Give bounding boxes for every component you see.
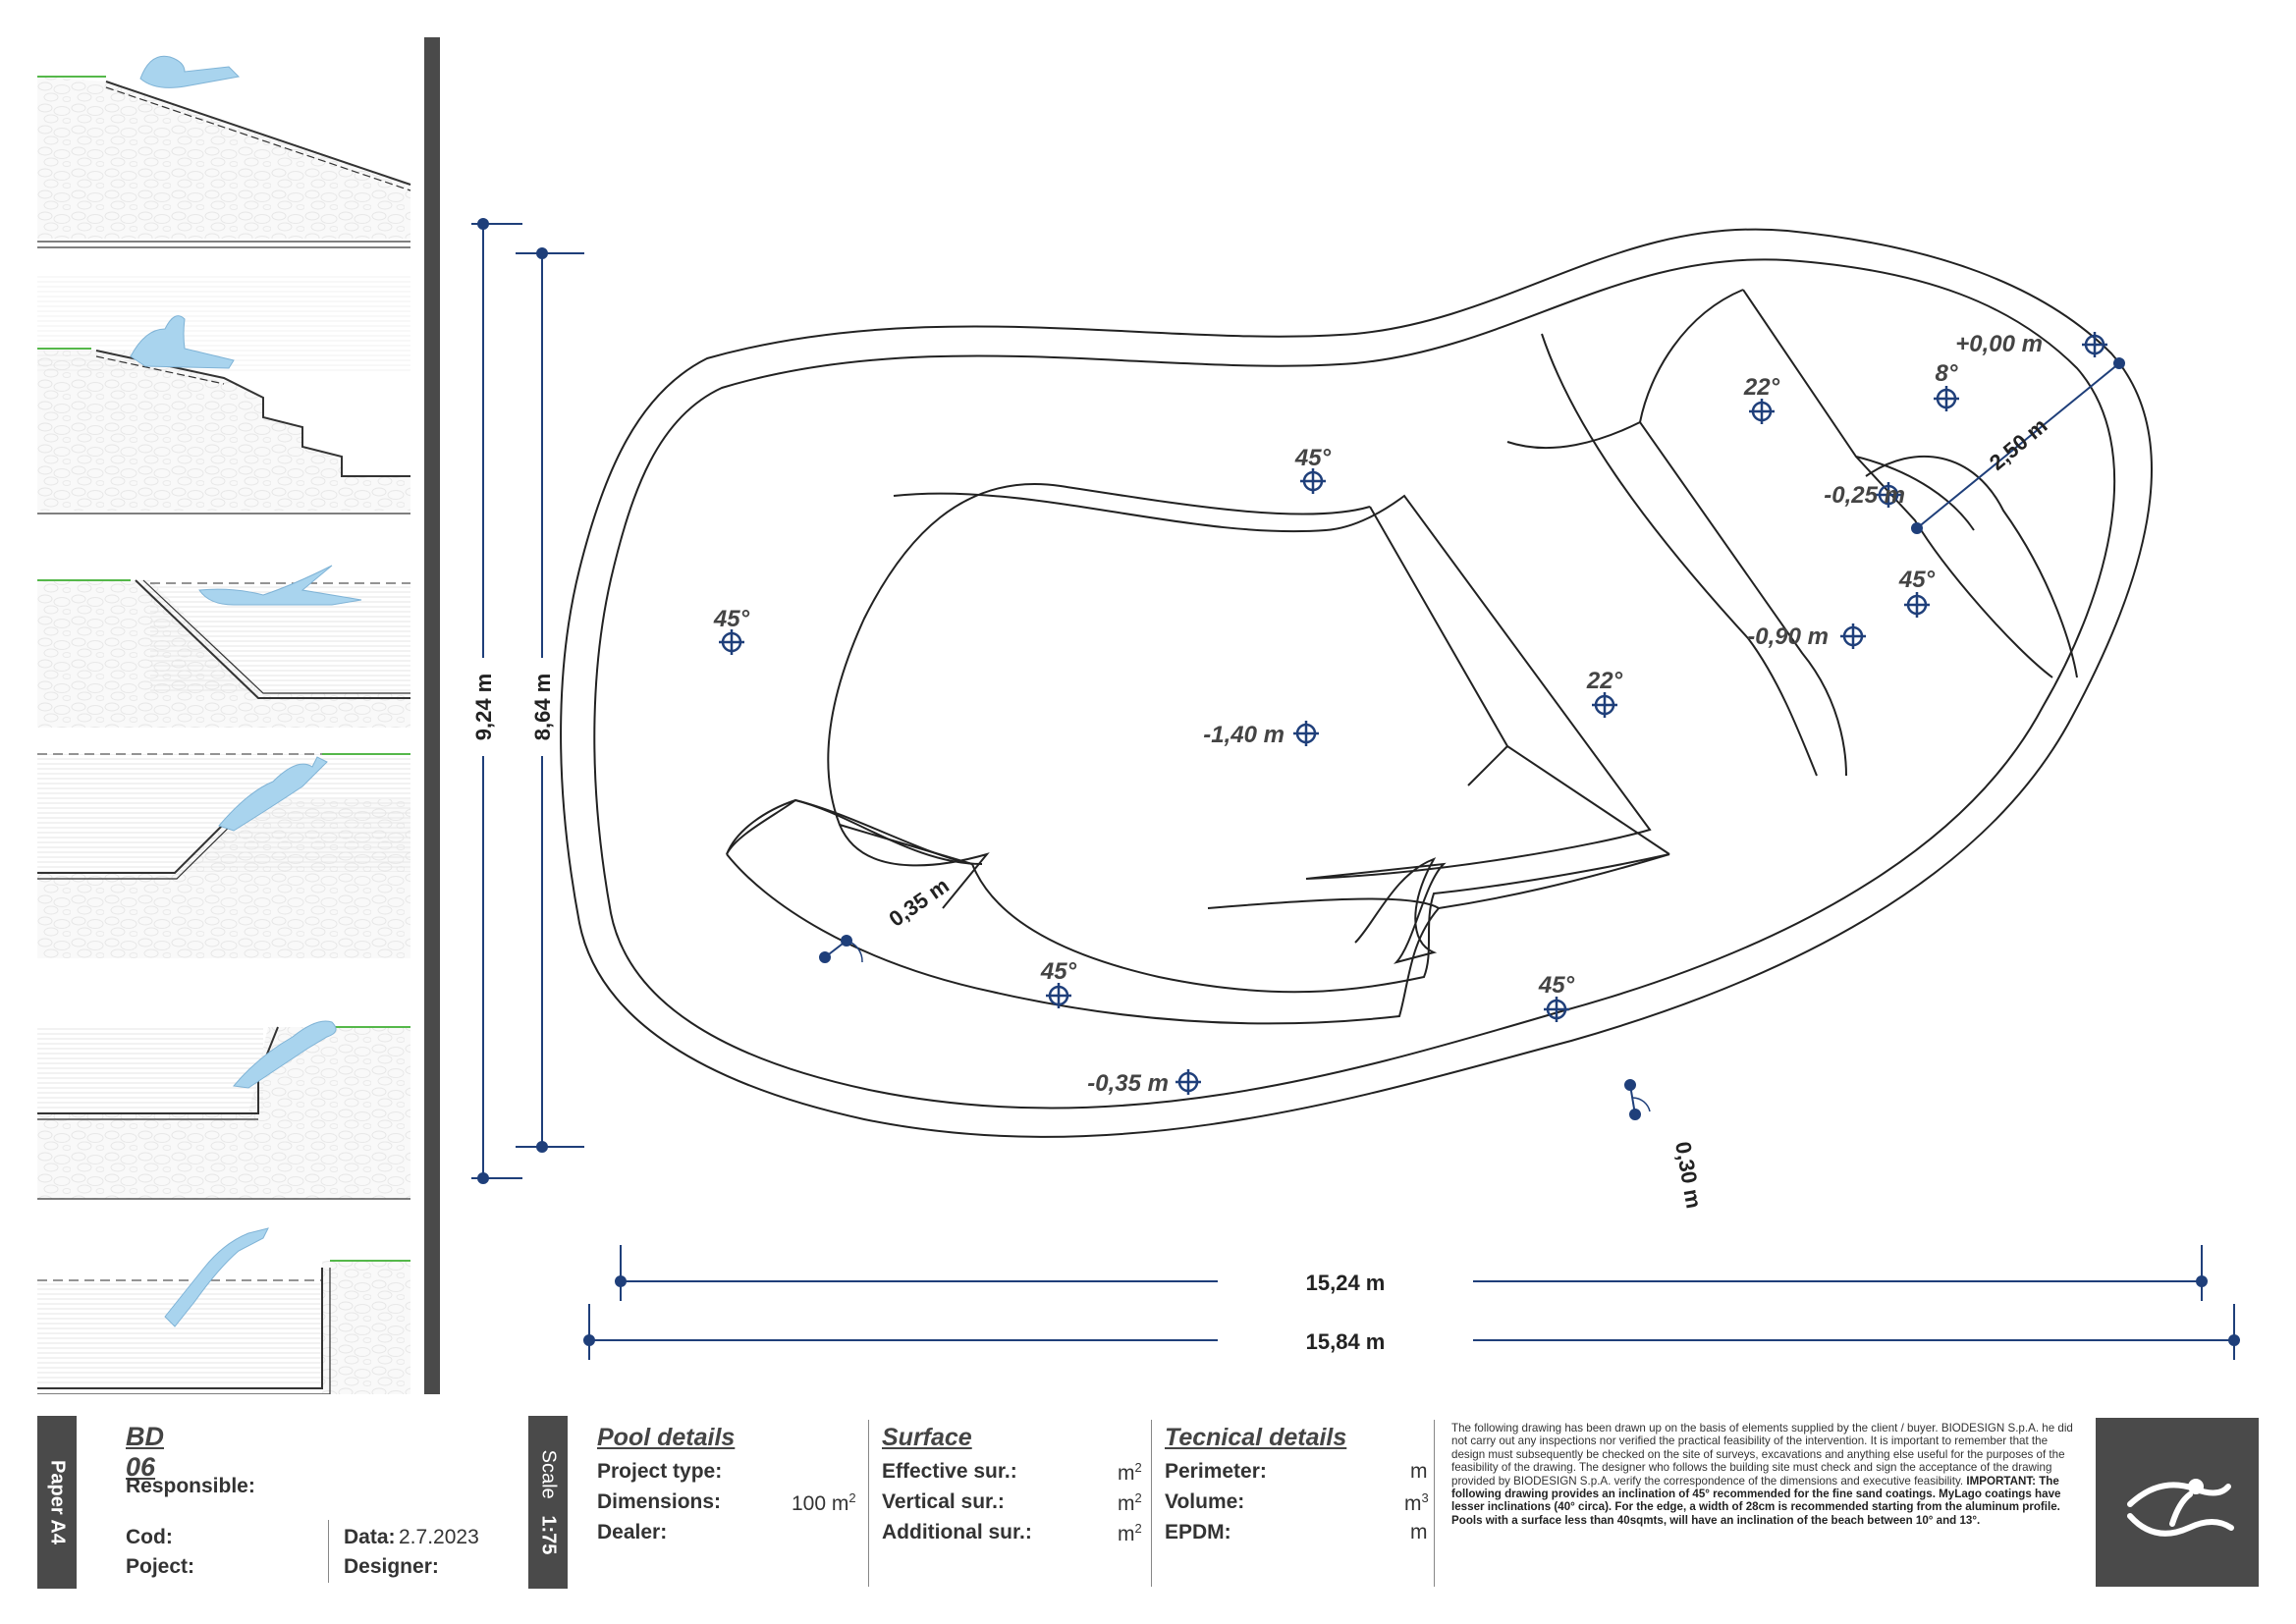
marker-slope-8-icon [1934, 386, 1959, 411]
dimensions-value: 100 m2 [792, 1490, 856, 1515]
section-ledge [37, 1020, 410, 1200]
slope-22-top: 22° [1743, 374, 1780, 401]
effective-surface-unit: m2 [1118, 1460, 1142, 1485]
dimensions-label: Dimensions: [597, 1490, 722, 1513]
scale-tab: Scale 1:75 [528, 1416, 568, 1589]
marker-slope-45-top-icon [1300, 468, 1326, 494]
scale-label: Scale [537, 1449, 560, 1499]
paper-size: Paper A4 [46, 1460, 69, 1544]
data-label: Data: [344, 1526, 396, 1548]
designer-label: Designer: [344, 1555, 439, 1578]
dim-inner-width: 15,24 m [1306, 1271, 1386, 1295]
additional-surface-unit: m2 [1118, 1521, 1142, 1545]
level-minus-090: -0,90 m [1747, 623, 1829, 650]
marker-slope-22-top-icon [1749, 399, 1775, 424]
marker-slope-45-left-icon [719, 629, 744, 655]
section-45-wall [37, 565, 410, 728]
slope-45-bottom-left: 45° [1040, 958, 1077, 985]
epdm-label: EPDM: [1165, 1521, 1231, 1543]
volume-label: Volume: [1165, 1490, 1245, 1513]
poject-label: Poject: [126, 1555, 195, 1578]
marker-minus-025-icon [1876, 482, 1901, 508]
cod-label: Cod: [126, 1526, 173, 1548]
section-beach [37, 55, 411, 248]
dim-inner-height: 8,64 m [530, 674, 555, 741]
vertical-surface-unit: m2 [1118, 1490, 1142, 1515]
perimeter-unit: m [1410, 1460, 1428, 1483]
dim-outer-height: 9,24 m [471, 674, 496, 741]
responsible-label: Responsible: [126, 1475, 255, 1497]
marker-slope-45-right-icon [1904, 592, 1930, 618]
additional-surface-label: Additional sur.: [882, 1521, 1032, 1543]
dim-shelf-width: 0,35 m [884, 873, 953, 932]
paper-size-tab: Paper A4 [37, 1416, 77, 1589]
pool-inner-edge [593, 258, 2116, 1110]
disclaimer-text: The following drawing has been drawn up … [1451, 1422, 2073, 1488]
scale-value: 1:75 [537, 1515, 560, 1555]
marker-minus-090-icon [1840, 623, 1866, 649]
marker-slope-22-mid-icon [1592, 692, 1617, 718]
slope-22-middle: 22° [1586, 668, 1623, 694]
dim-outer-width: 15,84 m [1306, 1329, 1386, 1354]
surface-heading: Surface [882, 1424, 972, 1451]
pool-details-heading: Pool details [597, 1424, 736, 1451]
slope-45-top: 45° [1294, 445, 1332, 471]
data-value: 2.7.2023 [399, 1526, 479, 1548]
deep-basin-outline [893, 492, 1652, 964]
section-steps [37, 275, 410, 514]
project-type-label: Project type: [597, 1460, 723, 1483]
level-minus-140: -1,40 m [1203, 722, 1285, 748]
marker-slope-45-br-icon [1544, 997, 1569, 1022]
dim-edge-width: 0,30 m [1670, 1140, 1707, 1211]
marker-minus-035-icon [1175, 1069, 1201, 1095]
section-entry [37, 753, 410, 958]
level-plus-000: +0,00 m [1955, 331, 2043, 357]
volume-unit: m3 [1404, 1490, 1429, 1515]
effective-surface-label: Effective sur.: [882, 1460, 1017, 1483]
title-block: Paper A4 BD 06 Responsible: Cod: Poject:… [37, 1416, 2259, 1591]
project-code: BD 06 [126, 1422, 164, 1482]
level-minus-025: -0,25 m [1824, 482, 1905, 509]
dim-beach-width: 2,50 m [1985, 413, 2052, 475]
marker-minus-140-icon [1293, 721, 1319, 746]
section-illustrations-svg [37, 55, 411, 1395]
section-vertical-wall [37, 1227, 410, 1395]
dealer-label: Dealer: [597, 1521, 668, 1543]
marker-slope-45-bl-icon [1046, 983, 1071, 1008]
technical-heading: Tecnical details [1165, 1424, 1347, 1451]
pool-plan: 15,24 m 15,84 m 9,24 m 8,64 m 2,50 m 0,3… [442, 177, 2259, 1384]
perimeter-label: Perimeter: [1165, 1460, 1267, 1483]
brand-logo [2096, 1418, 2259, 1587]
slope-45-left: 45° [713, 606, 750, 632]
logo-mark-icon [2127, 1479, 2234, 1537]
level-minus-035: -0,35 m [1087, 1070, 1169, 1097]
disclaimer-note: The following drawing has been drawn up … [1451, 1422, 2080, 1527]
marker-plus-000-icon [2082, 332, 2107, 357]
slope-8-beach: 8° [1936, 360, 1958, 387]
pool-outer-edge [560, 228, 2153, 1138]
left-divider-bar [424, 37, 440, 1394]
section-illustrations [37, 37, 420, 1395]
epdm-unit: m [1410, 1521, 1428, 1543]
slope-45-bottom-right: 45° [1538, 972, 1575, 999]
vertical-surface-label: Vertical sur.: [882, 1490, 1005, 1513]
important-text: IMPORTANT: The following drawing provide… [1451, 1474, 2061, 1527]
pool-plan-svg: 15,24 m 15,84 m 9,24 m 8,64 m 2,50 m 0,3… [471, 218, 2240, 1360]
slope-45-right: 45° [1898, 567, 1936, 593]
